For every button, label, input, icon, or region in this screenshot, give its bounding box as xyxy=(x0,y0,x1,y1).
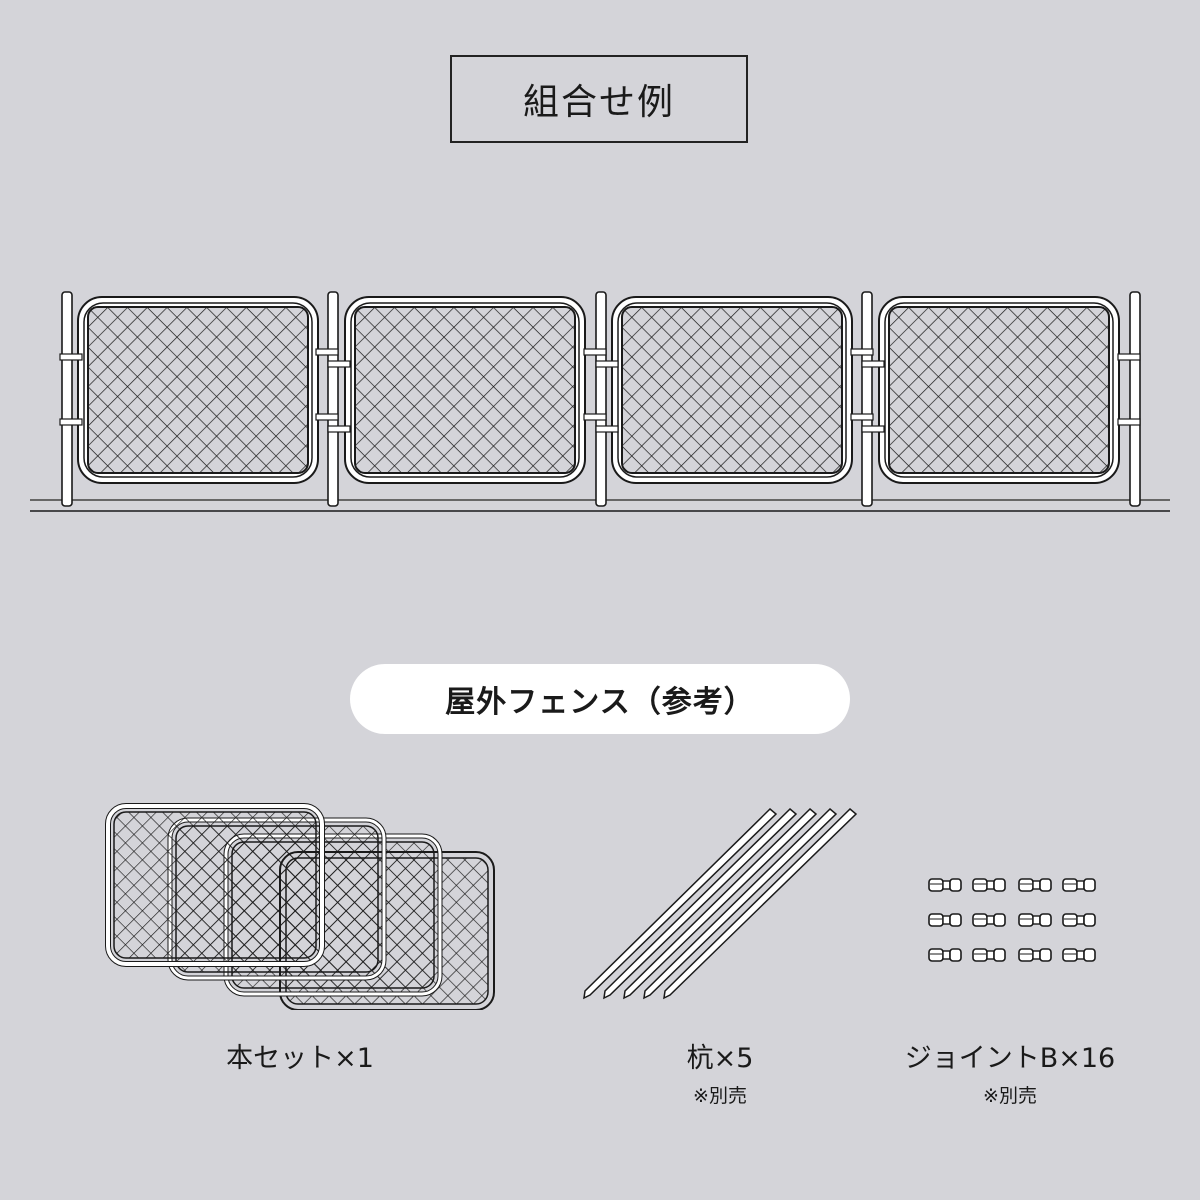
item-note-stakes: ※別売 xyxy=(693,1085,747,1107)
joints-illustration xyxy=(928,878,1096,962)
page-title: 組合せ例 xyxy=(450,55,748,143)
fence-set-illustration xyxy=(105,803,495,1010)
section-label: 屋外フェンス（参考） xyxy=(350,664,850,734)
item-label-joints: ジョイントB×16 xyxy=(904,1043,1116,1074)
item-note-joints: ※別売 xyxy=(983,1085,1037,1107)
item-label-stakes: 杭×5 xyxy=(686,1043,754,1074)
fence-combination-illustration xyxy=(30,291,1170,512)
stakes-illustration xyxy=(583,807,858,1000)
item-label-set: 本セット×1 xyxy=(226,1043,374,1074)
